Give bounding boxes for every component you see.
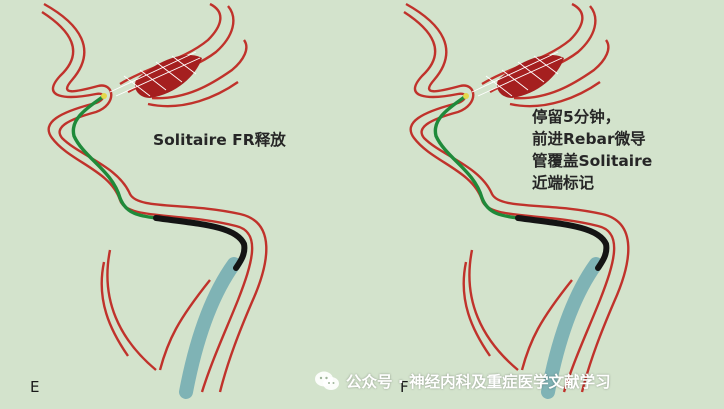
- vessel-branch-lower: [462, 249, 573, 371]
- microcatheter: [153, 215, 248, 271]
- caption-line: 停留5分钟，: [532, 108, 621, 126]
- microcatheter: [515, 215, 610, 271]
- watermark: 公众号 · 神经内科及重症医学文献学习: [314, 370, 611, 392]
- wechat-icon: [315, 371, 339, 390]
- vessel-diagram-e: [41, 2, 268, 399]
- caption-e: Solitaire FR释放: [153, 129, 286, 151]
- vessel-branch-lower: [100, 249, 211, 371]
- microwire: [71, 94, 157, 220]
- caption-line: 管覆盖Solitaire: [532, 152, 653, 170]
- stent-mesh: [471, 51, 563, 97]
- vessel-diagram-f: [403, 2, 630, 399]
- caption-line: Solitaire FR释放: [153, 131, 286, 149]
- vessel-wall-inner: [405, 2, 630, 393]
- caption-line: 前进Rebar微导: [532, 130, 646, 148]
- vessel-wall-outer: [41, 10, 254, 393]
- stent-mesh: [109, 51, 201, 97]
- panel-letter-e: E: [30, 378, 40, 396]
- guide-catheter: [541, 257, 603, 399]
- panel-f: 停留5分钟， 前进Rebar微导 管覆盖Solitaire 近端标记 F: [362, 0, 724, 409]
- stent-marker: [463, 93, 469, 99]
- vessel-branch-upper: [119, 2, 248, 108]
- microwire: [433, 94, 519, 220]
- panel-letter-f: F: [400, 378, 409, 396]
- stent-marker: [101, 93, 107, 99]
- vessel-branch-upper: [481, 2, 610, 108]
- watermark-text: 公众号 · 神经内科及重症医学文献学习: [346, 373, 611, 391]
- caption-line: 近端标记: [532, 174, 595, 192]
- panel-e: Solitaire FR释放 E: [30, 2, 286, 399]
- vessel-wall-inner: [43, 2, 268, 393]
- guide-catheter: [179, 257, 241, 399]
- caption-f: 停留5分钟， 前进Rebar微导 管覆盖Solitaire 近端标记: [532, 106, 652, 194]
- vessel-wall-outer: [403, 10, 616, 393]
